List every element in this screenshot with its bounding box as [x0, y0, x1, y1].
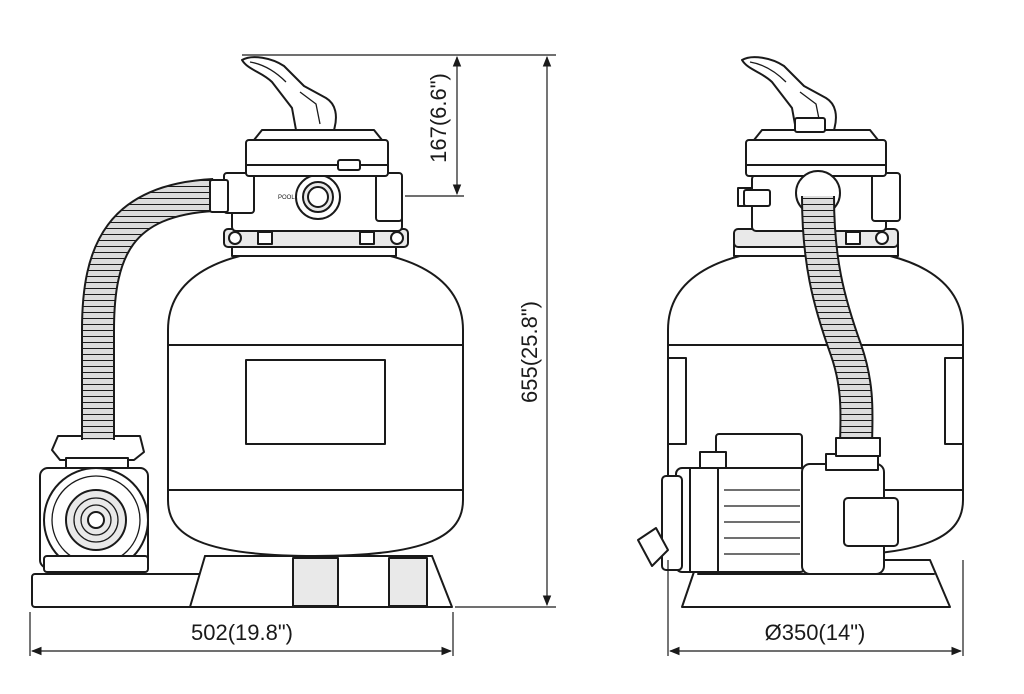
front-valve-label: POOL [278, 195, 295, 201]
front-pump-inlet [51, 435, 145, 461]
front-valve-handle [241, 56, 337, 131]
front-valve-cap [245, 139, 389, 177]
front-stand-foot-1 [292, 557, 339, 607]
front-view: POOL [31, 56, 464, 608]
diameter-dimension-label: Ø350(14") [765, 620, 866, 645]
side-view [637, 56, 964, 608]
width-dimension-label: 502(19.8") [191, 620, 293, 645]
front-valve-right-port [375, 172, 403, 222]
height-dimension-label: 655(25.8") [517, 301, 542, 403]
side-pump-motor-box [715, 433, 803, 473]
dimension-lines [29, 54, 964, 656]
front-tank-body [167, 247, 464, 557]
valve-height-dimension-label: 167(6.6") [426, 73, 451, 163]
side-valve-handle [741, 56, 837, 131]
front-stand-foot-2 [388, 557, 428, 607]
front-label-panel [245, 359, 386, 445]
